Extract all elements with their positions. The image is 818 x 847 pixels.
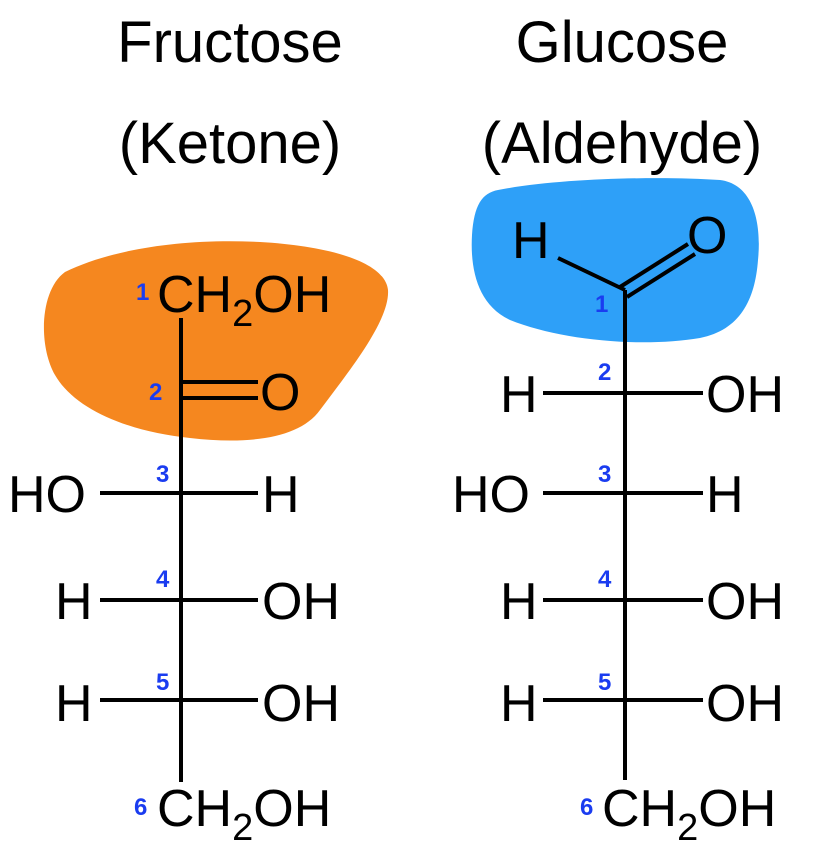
glucose-c6-number: 6	[580, 794, 593, 821]
fructose-c1-group: CH2OH	[157, 266, 331, 335]
glucose-subtitle: (Aldehyde)	[482, 111, 762, 176]
fructose-c5-right: OH	[262, 675, 340, 733]
glucose-c3-number: 3	[598, 461, 611, 488]
glucose-c1-oxygen: O	[687, 207, 727, 265]
fructose-title: Fructose	[117, 10, 343, 75]
fructose-c2-number: 2	[149, 379, 162, 406]
fructose-c4-number: 4	[156, 566, 170, 593]
fructose-c3-number: 3	[156, 461, 169, 488]
glucose-c1-h-bond	[557, 256, 626, 292]
glucose-c1-double-bond-b	[625, 252, 697, 299]
glucose-title: Glucose	[516, 10, 729, 75]
glucose-c6-group: CH2OH	[602, 780, 776, 847]
glucose-c2-right: OH	[706, 366, 784, 424]
fructose-c4-left: H	[55, 573, 93, 631]
glucose-c5-number: 5	[598, 669, 611, 696]
glucose-c2-left: H	[500, 366, 538, 424]
glucose-c3-left: HO	[452, 466, 530, 524]
glucose-c3-right: H	[706, 466, 744, 524]
fructose-c2-oxygen: O	[260, 364, 300, 422]
fructose-c6-group: CH2OH	[157, 780, 331, 847]
glucose-c1-number: 1	[595, 291, 608, 318]
glucose-c4-number: 4	[598, 566, 612, 593]
fructose-c4-right: OH	[262, 573, 340, 631]
glucose-c1-double-bond-a	[618, 242, 690, 289]
fructose-c3-left: HO	[8, 466, 86, 524]
glucose-c2-number: 2	[598, 359, 611, 386]
glucose-c5-left: H	[500, 675, 538, 733]
glucose-c4-right: OH	[706, 573, 784, 631]
fructose-c1-number: 1	[136, 279, 149, 306]
fructose-subtitle: (Ketone)	[119, 111, 341, 176]
glucose-structure: Glucose (Aldehyde) H O 1 2 H OH 3 HO H 4…	[452, 10, 784, 847]
aldehyde-highlight	[471, 178, 759, 343]
ketone-highlight	[43, 241, 389, 441]
fructose-c5-number: 5	[156, 669, 169, 696]
fructose-structure: Fructose (Ketone) 1 CH2OH 2 O 3 HO H 4 H…	[8, 10, 389, 847]
glucose-c4-left: H	[500, 573, 538, 631]
fructose-c5-left: H	[55, 675, 93, 733]
glucose-c1-hydrogen: H	[512, 212, 550, 270]
glucose-c5-right: OH	[706, 675, 784, 733]
fructose-c3-right: H	[262, 466, 300, 524]
fructose-c6-number: 6	[134, 794, 147, 821]
